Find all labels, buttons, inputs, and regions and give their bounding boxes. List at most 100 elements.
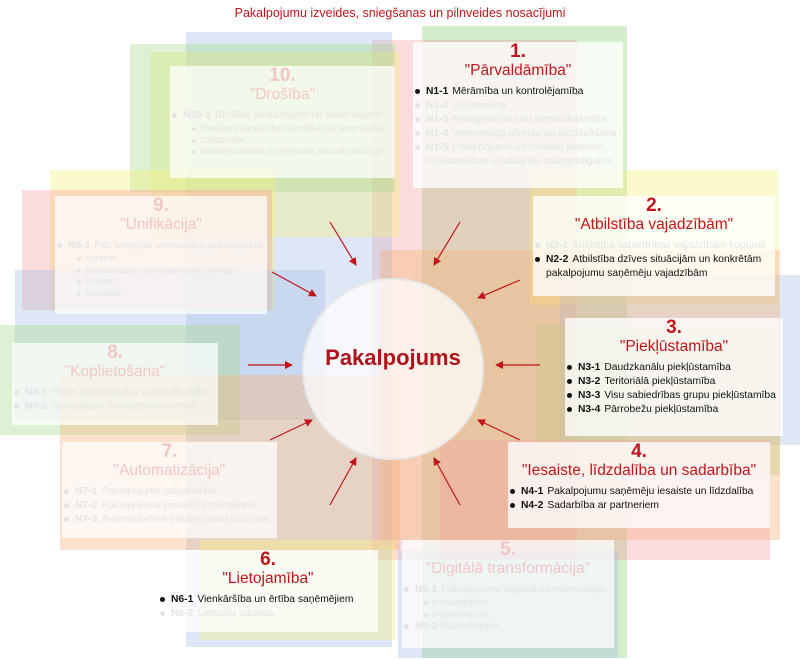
sub-item: Piekļuves pārvaldība (identifikācija, au… <box>192 123 395 135</box>
bullet-icon <box>404 624 409 629</box>
category-9-name: "Unifikācija" <box>120 216 202 233</box>
bullet-icon <box>415 117 420 122</box>
arrow-from-4 <box>477 419 521 441</box>
category-6-number: 6. <box>260 549 276 570</box>
category-2-number: 2. <box>646 195 662 216</box>
category-8-name: "Koplietošana" <box>64 363 166 380</box>
category-4-number: 4. <box>631 441 647 462</box>
arrow-from-10 <box>329 221 357 266</box>
category-5-number: 5. <box>500 539 516 560</box>
sub-item: Rezultāts <box>77 288 267 300</box>
bullet-icon <box>424 612 428 617</box>
arrow-from-6 <box>329 457 357 506</box>
bullet-icon <box>77 257 81 261</box>
category-3-number: 3. <box>666 317 682 338</box>
sub-item: Konfidencialitāte un personas datu aizsa… <box>192 146 395 158</box>
bullet-icon <box>535 257 540 262</box>
bullet-icon <box>415 103 420 108</box>
sub-item: Pieprasīšanas un saņemšanas formas <box>77 265 267 277</box>
category-7-number: 7. <box>161 441 178 462</box>
sub-item: Procesi <box>77 276 267 288</box>
bullet-icon <box>567 407 572 412</box>
sub-item: Apraksti <box>77 253 267 265</box>
category-9-number: 9. <box>153 195 169 216</box>
bullet-icon <box>510 503 515 508</box>
diagram-title: Pakalpojumu izveides, sniegšanas un piln… <box>234 6 566 20</box>
category-1-number: 1. <box>510 41 526 62</box>
arrow-from-5 <box>433 457 461 506</box>
center-circle <box>302 278 484 460</box>
bullet-icon <box>192 150 196 154</box>
category-10-number: 10. <box>269 65 296 86</box>
category-3-name: "Piekļūstamība" <box>619 338 729 355</box>
bullet-icon <box>14 390 19 395</box>
bullet-icon <box>567 379 572 384</box>
bullet-icon <box>567 365 572 370</box>
category-8-number: 8. <box>107 342 123 363</box>
bullet-icon <box>77 291 81 296</box>
category-4-name: "Iesaiste, līdzdalība un sadarbība" <box>521 462 757 479</box>
bullet-icon <box>57 243 62 248</box>
arrow-from-7 <box>269 419 313 441</box>
category-6-name: "Lietojamība" <box>222 570 314 587</box>
category-4-box: 4. "Iesaiste, līdzdalība un sadarbība" N… <box>508 442 770 528</box>
arrow-from-1 <box>433 221 461 266</box>
category-5-name: "Digitālā transformācija" <box>425 560 591 577</box>
bullet-icon <box>172 113 177 118</box>
arrow-from-2 <box>477 279 521 299</box>
category-7-name: "Automatizācija" <box>113 462 226 479</box>
category-1-name: "Pārvaldāmība" <box>464 62 572 79</box>
bullet-icon <box>192 127 196 131</box>
bullet-icon <box>404 587 409 592</box>
bullet-icon <box>160 611 165 616</box>
bullet-icon <box>77 268 81 273</box>
bullet-icon <box>64 517 69 522</box>
bullet-icon <box>64 503 69 508</box>
bullet-icon <box>64 489 69 494</box>
arrow-from-9 <box>271 271 317 297</box>
bullet-icon <box>415 131 420 136</box>
category-10-name: "Drošība" <box>249 86 316 103</box>
bullet-icon <box>77 280 81 284</box>
category-2-name: "Atbilstība vajadzībām" <box>574 216 734 233</box>
center-label: Pakalpojums <box>325 345 461 370</box>
bullet-icon <box>160 597 165 602</box>
bullet-icon <box>415 89 420 94</box>
bullet-icon <box>424 601 428 605</box>
bullet-icon <box>535 243 540 248</box>
sub-item: d-pakalpojumi <box>424 609 614 621</box>
